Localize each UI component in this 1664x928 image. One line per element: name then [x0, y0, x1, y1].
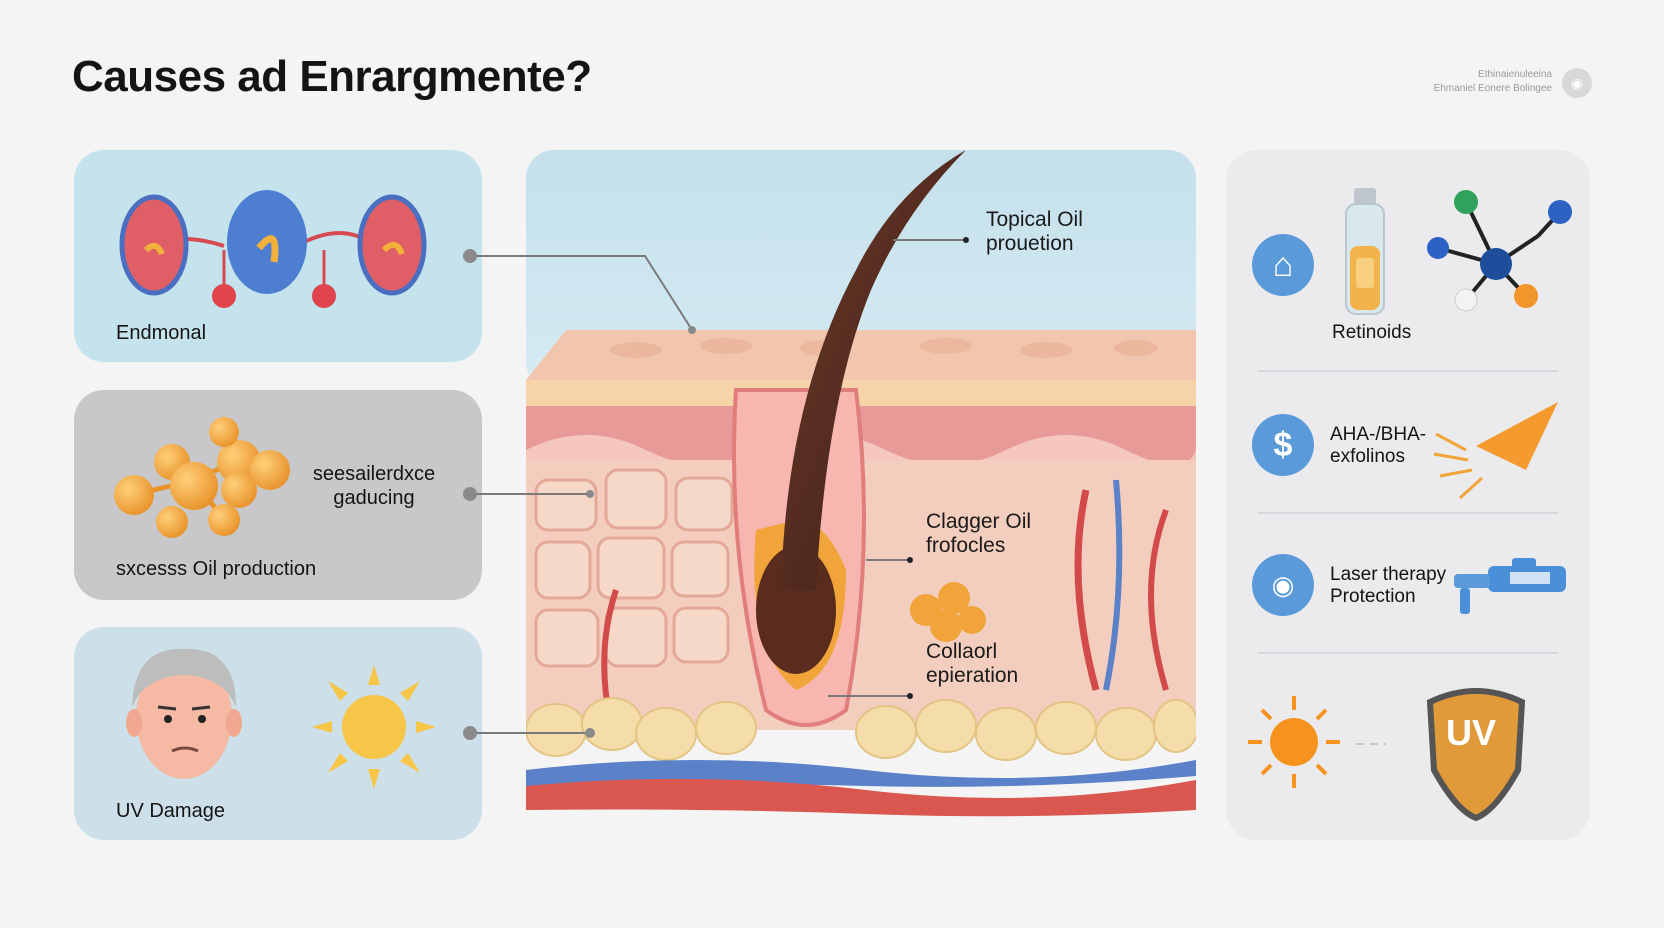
page-title: Causes ad Enrargmente? [72, 52, 592, 101]
oil-sublabel: seesailerdxce gaducing [312, 463, 436, 509]
treatment-retinoids: Retinoids [1332, 322, 1412, 343]
treatment-laser: Laser therapy Protection [1330, 564, 1447, 607]
kidney-icon [119, 190, 427, 308]
callout-topical-oil: Topical Oil prouetion [986, 208, 1083, 255]
artery-band [526, 778, 1196, 817]
bell-icon: ⌂ [1252, 234, 1314, 296]
sun-icon [312, 665, 436, 789]
brand-line-1: Ethinaienuleeina [1478, 69, 1552, 80]
face-icon [126, 648, 242, 779]
callout-clagger-oil: Clagger Oil frofocles [926, 510, 1032, 557]
fat-layer [526, 697, 1196, 761]
dollar-icon: $ [1252, 414, 1314, 476]
eye-icon: ◉ [1252, 554, 1314, 616]
cause-card-hormonal: Endmonal [74, 150, 482, 362]
treatments-panel: ⌂ Retinoids $ AHA-/BHA- exfolinos ◉ Lase… [1226, 150, 1590, 840]
skin-surface [526, 330, 1196, 380]
sun-icon [1248, 696, 1340, 788]
brand-text: Ethinaienuleeina Ehmaniel Eonere Bolinge… [1434, 68, 1552, 96]
bottle-icon [1345, 188, 1385, 315]
hair-shaft [781, 150, 966, 590]
brand-logo-icon: ◉ [1562, 68, 1592, 98]
divider [1258, 652, 1558, 654]
treatment-aha-bha: AHA-/BHA- exfolinos [1330, 424, 1427, 467]
brand-line-2: Ehmaniel Eonere Bolingee [1433, 83, 1552, 94]
exfoliate-cone-icon [1433, 402, 1558, 500]
oil-label: sxcesss Oil production [116, 558, 317, 580]
divider [1258, 370, 1558, 372]
skin-cross-section-diagram: Topical Oil prouetion Clagger Oil frofoc… [526, 150, 1196, 850]
epidermis-layer [526, 380, 1196, 406]
cause-card-oil: seesailerdxce gaducing sxcesss Oil produ… [74, 390, 482, 600]
molecule-icon [1427, 190, 1572, 312]
oil-molecule-icon [114, 417, 290, 538]
uv-label: UV Damage [116, 800, 225, 822]
callout-collagen: Collaorl epieration [926, 640, 1019, 687]
laser-device-icon [1454, 558, 1566, 614]
cause-card-uv: UV Damage [74, 627, 482, 840]
uv-shield-icon [1426, 688, 1526, 822]
divider [1258, 512, 1558, 514]
hormonal-label: Endmonal [116, 322, 207, 344]
uv-shield-label: UV [1446, 712, 1497, 753]
